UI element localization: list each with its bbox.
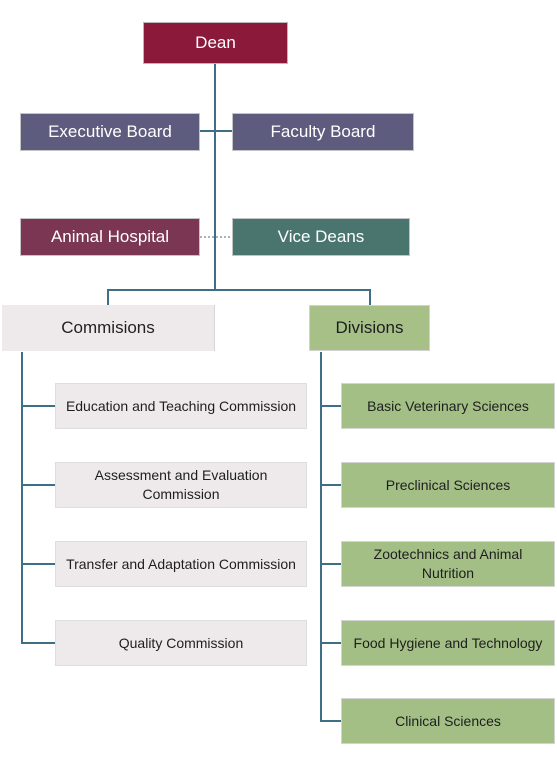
commision-item: Education and Teaching Commission — [55, 383, 307, 429]
commision-item: Quality Commission — [55, 620, 307, 666]
commision-item: Transfer and Adaptation Commission — [55, 541, 307, 587]
division-item: Zootechnics and Animal Nutrition — [341, 541, 555, 587]
faculty-board-box: Faculty Board — [232, 113, 414, 151]
dean-box: Dean — [143, 22, 288, 64]
division-item: Preclinical Sciences — [341, 462, 555, 508]
executive-board-box: Executive Board — [20, 113, 200, 151]
divisions-header: Divisions — [309, 305, 430, 351]
animal-hospital-box: Animal Hospital — [20, 218, 200, 256]
commision-item: Assessment and Evaluation Commission — [55, 462, 307, 508]
division-item: Clinical Sciences — [341, 698, 555, 744]
commisions-header: Commisions — [2, 305, 215, 351]
division-item: Food Hygiene and Technology — [341, 620, 555, 666]
division-item: Basic Veterinary Sciences — [341, 383, 555, 429]
vice-deans-box: Vice Deans — [232, 218, 410, 256]
